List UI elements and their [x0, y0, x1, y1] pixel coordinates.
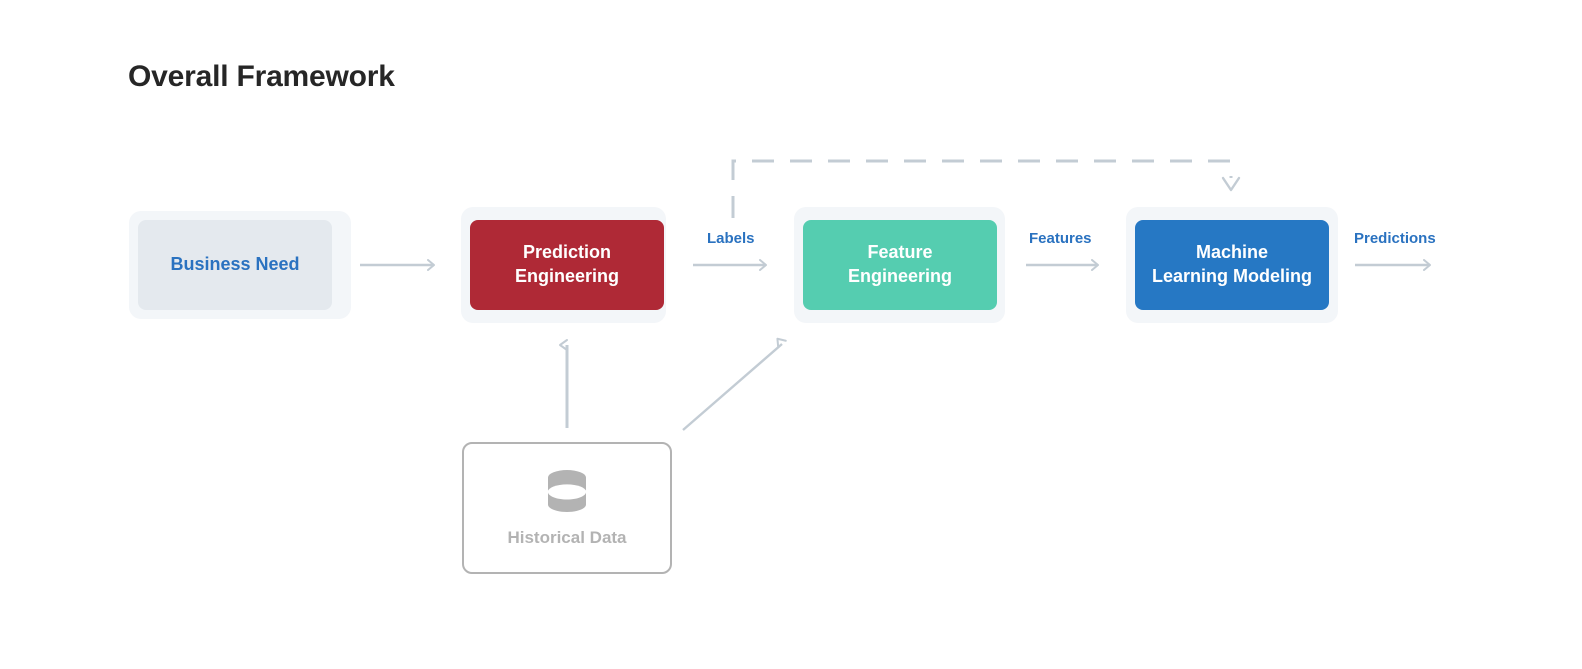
- node-machine-learning-modeling-label: Machine Learning Modeling: [1152, 242, 1312, 286]
- node-prediction-engineering[interactable]: Prediction Engineering: [470, 220, 664, 310]
- node-prediction-engineering-label: Prediction Engineering: [514, 242, 619, 286]
- node-business-need[interactable]: Business Need: [138, 220, 332, 310]
- database-icon: [548, 470, 586, 512]
- edge-label-labels: Labels: [707, 230, 755, 247]
- arrow-historical-to-feature: [682, 337, 787, 431]
- node-business-need-label: Business Need: [170, 254, 300, 275]
- edge-label-predictions: Predictions: [1354, 230, 1436, 247]
- edge-label-features: Features: [1029, 230, 1092, 247]
- node-feature-engineering[interactable]: Feature Engineering: [803, 220, 997, 310]
- page-title: Overall Framework: [128, 60, 395, 93]
- node-historical-data-label: Historical Data: [507, 528, 627, 547]
- node-machine-learning-modeling[interactable]: Machine Learning Modeling: [1135, 220, 1329, 310]
- node-historical-data[interactable]: Historical Data: [462, 442, 672, 574]
- node-feature-engineering-label: Feature Engineering: [847, 242, 952, 286]
